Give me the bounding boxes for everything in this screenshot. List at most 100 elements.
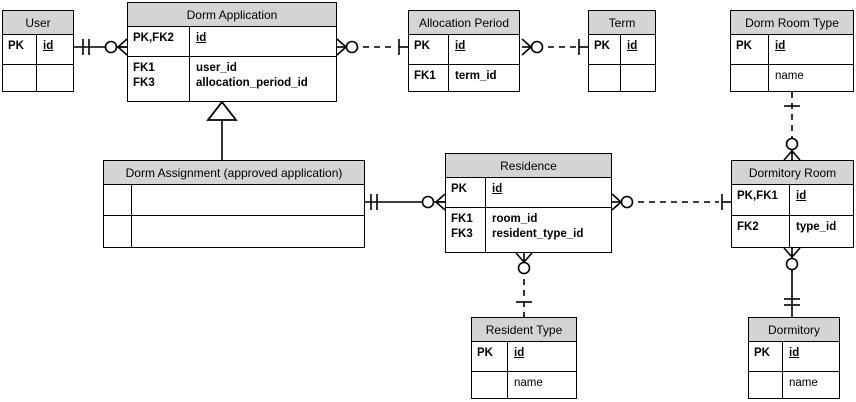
attribute-column: name bbox=[508, 372, 547, 398]
attribute-id: id bbox=[775, 40, 786, 52]
key-column: PK bbox=[472, 342, 508, 371]
entity-term[interactable]: Term PK id bbox=[588, 10, 656, 92]
attribute-name: name bbox=[775, 70, 804, 82]
key-label: PK bbox=[736, 40, 752, 52]
key-column: PK bbox=[589, 35, 621, 64]
key-column bbox=[3, 65, 37, 91]
entity-key-section: PK id bbox=[749, 342, 839, 372]
attribute-id: id bbox=[455, 40, 466, 52]
attribute-id: id bbox=[627, 40, 638, 52]
attribute-type-id: type_id bbox=[796, 221, 837, 233]
entity-key-section bbox=[104, 185, 364, 216]
key-column: PK bbox=[446, 178, 486, 207]
key-column bbox=[589, 65, 621, 91]
entity-allocation-period[interactable]: Allocation Period PK id FK1 term_id bbox=[408, 10, 520, 92]
attribute-column: id bbox=[769, 35, 789, 64]
key-column: FK1 FK3 bbox=[128, 57, 190, 101]
entity-residence[interactable]: Residence PK id FK1 FK3 room_id resident… bbox=[445, 153, 612, 253]
entity-title-residence: Residence bbox=[446, 154, 611, 178]
key-column: PK,FK2 bbox=[128, 27, 190, 56]
attribute-column bbox=[132, 216, 142, 247]
key-label: FK1 bbox=[133, 62, 155, 74]
key-label: FK3 bbox=[451, 228, 473, 241]
attribute-column: name bbox=[783, 372, 822, 398]
key-label: PK,FK1 bbox=[737, 190, 778, 202]
entity-dorm-assignment[interactable]: Dorm Assignment (approved application) bbox=[103, 160, 365, 248]
attribute-column: id bbox=[37, 35, 57, 64]
attribute-name: name bbox=[514, 377, 543, 389]
entity-key-section: PK id bbox=[731, 35, 853, 65]
entity-dormitory[interactable]: Dormitory PK id name bbox=[748, 317, 840, 399]
connector-dorm-application-to-allocation-period bbox=[336, 38, 408, 56]
entity-attr-section: name bbox=[472, 372, 576, 398]
entity-key-section: PK id bbox=[409, 35, 519, 65]
key-column: PK bbox=[731, 35, 769, 64]
entity-attr-section: name bbox=[749, 372, 839, 398]
entity-key-section: PK,FK2 id bbox=[128, 27, 336, 57]
entity-title-dorm-assignment: Dorm Assignment (approved application) bbox=[104, 161, 364, 185]
entity-attr-section bbox=[3, 65, 73, 91]
key-column bbox=[472, 372, 508, 398]
entity-attr-section bbox=[589, 65, 655, 91]
key-label: PK bbox=[754, 347, 770, 359]
connector-dorm-room-type-to-dormitory-room bbox=[783, 92, 801, 161]
entity-key-section: PK id bbox=[589, 35, 655, 65]
attribute-column bbox=[132, 185, 142, 215]
attribute-column: type_id bbox=[790, 216, 840, 247]
key-column: FK1 bbox=[409, 65, 449, 91]
key-label: PK bbox=[414, 40, 430, 52]
key-column: PK bbox=[749, 342, 783, 371]
entity-attr-section: name bbox=[731, 65, 853, 91]
attribute-resident-type-id: resident_type_id bbox=[492, 228, 584, 241]
entity-title-dorm-room-type: Dorm Room Type bbox=[731, 11, 853, 35]
entity-key-section: PK id bbox=[446, 178, 611, 208]
connector-residence-to-dormitory-room bbox=[611, 193, 731, 211]
attribute-allocation-period-id: allocation_period_id bbox=[196, 77, 308, 90]
key-column: PK bbox=[409, 35, 449, 64]
entity-key-section: PK,FK1 id bbox=[732, 185, 853, 216]
attribute-id: id bbox=[196, 32, 207, 44]
entity-dorm-application[interactable]: Dorm Application PK,FK2 id FK1 FK3 user_… bbox=[127, 2, 337, 102]
entity-title-resident-type: Resident Type bbox=[472, 318, 576, 342]
entity-title-dormitory: Dormitory bbox=[749, 318, 839, 342]
entity-title-dormitory-room: Dormitory Room bbox=[732, 161, 853, 185]
attribute-column: id bbox=[486, 178, 506, 207]
key-label: FK3 bbox=[133, 77, 155, 90]
attribute-id: id bbox=[789, 347, 800, 359]
attribute-term-id: term_id bbox=[455, 70, 497, 82]
entity-resident-type[interactable]: Resident Type PK id name bbox=[471, 317, 577, 399]
entity-user[interactable]: User PK id bbox=[2, 10, 74, 92]
attribute-column: id bbox=[508, 342, 528, 371]
entity-attr-section bbox=[104, 216, 364, 247]
entity-title-user: User bbox=[3, 11, 73, 35]
attribute-column: room_id resident_type_id bbox=[486, 208, 587, 252]
key-column: FK2 bbox=[732, 216, 790, 247]
connector-dorm-assignment-inherits-dorm-application bbox=[206, 100, 238, 160]
entity-dormitory-room[interactable]: Dormitory Room PK,FK1 id FK2 type_id bbox=[731, 160, 854, 248]
key-column: PK,FK1 bbox=[732, 185, 790, 215]
entity-dorm-room-type[interactable]: Dorm Room Type PK id name bbox=[730, 10, 854, 92]
attribute-column bbox=[621, 65, 631, 91]
attribute-room-id: room_id bbox=[492, 213, 538, 225]
attribute-id: id bbox=[796, 190, 807, 202]
attribute-name: name bbox=[789, 377, 818, 389]
attribute-column: term_id bbox=[449, 65, 501, 91]
attribute-column: id bbox=[621, 35, 641, 64]
connector-dorm-assignment-to-residence bbox=[365, 193, 446, 211]
key-column bbox=[731, 65, 769, 91]
attribute-column bbox=[37, 65, 47, 91]
attribute-column: name bbox=[769, 65, 808, 91]
key-label: PK bbox=[594, 40, 610, 52]
connector-allocation-period-to-term bbox=[521, 38, 588, 56]
entity-attr-section: FK1 FK3 room_id resident_type_id bbox=[446, 208, 611, 252]
key-column bbox=[104, 185, 132, 215]
attribute-id: id bbox=[43, 40, 54, 52]
key-label: FK1 bbox=[451, 213, 473, 225]
key-column bbox=[104, 216, 132, 247]
key-column bbox=[749, 372, 783, 398]
entity-key-section: PK id bbox=[472, 342, 576, 372]
connector-residence-to-resident-type bbox=[515, 252, 533, 317]
attribute-column: id bbox=[190, 27, 210, 56]
connector-user-to-dorm-application bbox=[74, 38, 128, 56]
